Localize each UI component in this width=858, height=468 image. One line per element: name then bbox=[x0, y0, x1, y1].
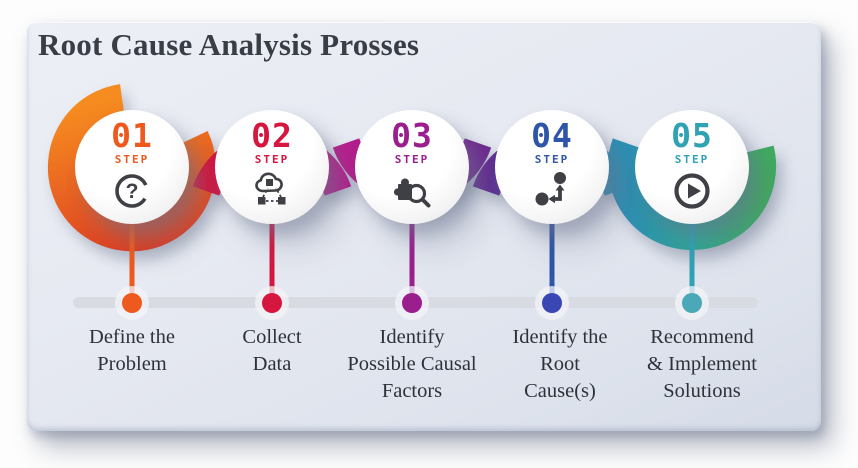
question-icon: ? bbox=[115, 174, 149, 208]
step-number: 04 bbox=[531, 116, 573, 155]
step-word: STEP bbox=[254, 153, 290, 166]
step-word: STEP bbox=[114, 153, 150, 166]
label-line: Cause(s) bbox=[524, 380, 596, 403]
step-number: 02 bbox=[251, 116, 293, 155]
label-line: Collect bbox=[242, 326, 302, 348]
step-circle-1: 01 STEP ? bbox=[75, 110, 189, 224]
step-number: 01 bbox=[111, 116, 153, 155]
svg-text:?: ? bbox=[126, 180, 139, 203]
step-number: 03 bbox=[391, 116, 433, 155]
step-circle-2: 02 STEP bbox=[215, 110, 329, 224]
play-icon bbox=[674, 173, 710, 209]
label-line: Recommend bbox=[650, 326, 754, 348]
label-line: Problem bbox=[97, 353, 167, 376]
cloud-data-icon bbox=[255, 172, 286, 205]
step-circle-5: 05 STEP bbox=[635, 110, 749, 224]
label-line: Data bbox=[252, 353, 292, 376]
timeline-dot-step3 bbox=[402, 293, 422, 313]
root-path-icon bbox=[535, 172, 566, 206]
label-line: Define the bbox=[89, 326, 175, 348]
label-line: Factors bbox=[381, 380, 443, 403]
step-label-2: Collect Data bbox=[180, 324, 364, 378]
ribbon-arc-step5 bbox=[608, 138, 777, 250]
timeline-dot-step2 bbox=[262, 293, 282, 313]
page-title: Root Cause Analysis Prosses bbox=[38, 27, 420, 62]
puzzle-search-icon bbox=[393, 178, 431, 208]
label-line: Root bbox=[540, 353, 580, 376]
step-circle-3: 03 STEP bbox=[355, 110, 469, 224]
step-label-4: Identify the Root Cause(s) bbox=[468, 324, 652, 405]
step-word: STEP bbox=[674, 153, 710, 166]
step-word: STEP bbox=[394, 153, 430, 166]
timeline-dot-step1 bbox=[122, 293, 142, 313]
step-word: STEP bbox=[534, 153, 570, 166]
step-label-5: Recommend & Implement Solutions bbox=[610, 324, 794, 405]
timeline-dot-step5 bbox=[682, 293, 702, 313]
label-line: Identify bbox=[379, 326, 445, 348]
label-line: & Implement bbox=[647, 353, 757, 376]
label-line: Possible Causal bbox=[347, 353, 477, 376]
timeline-dot-step4 bbox=[542, 293, 562, 313]
step-circle-4: 04 STEP bbox=[495, 110, 609, 224]
timeline-dots bbox=[115, 286, 709, 320]
label-line: Identify the bbox=[512, 326, 608, 348]
step-number: 05 bbox=[671, 116, 713, 155]
step-label-3: Identify Possible Causal Factors bbox=[320, 324, 504, 405]
step-label-1: Define the Problem bbox=[40, 324, 224, 378]
ribbon-ring-step1 bbox=[47, 84, 216, 252]
label-line: Solutions bbox=[663, 380, 741, 403]
